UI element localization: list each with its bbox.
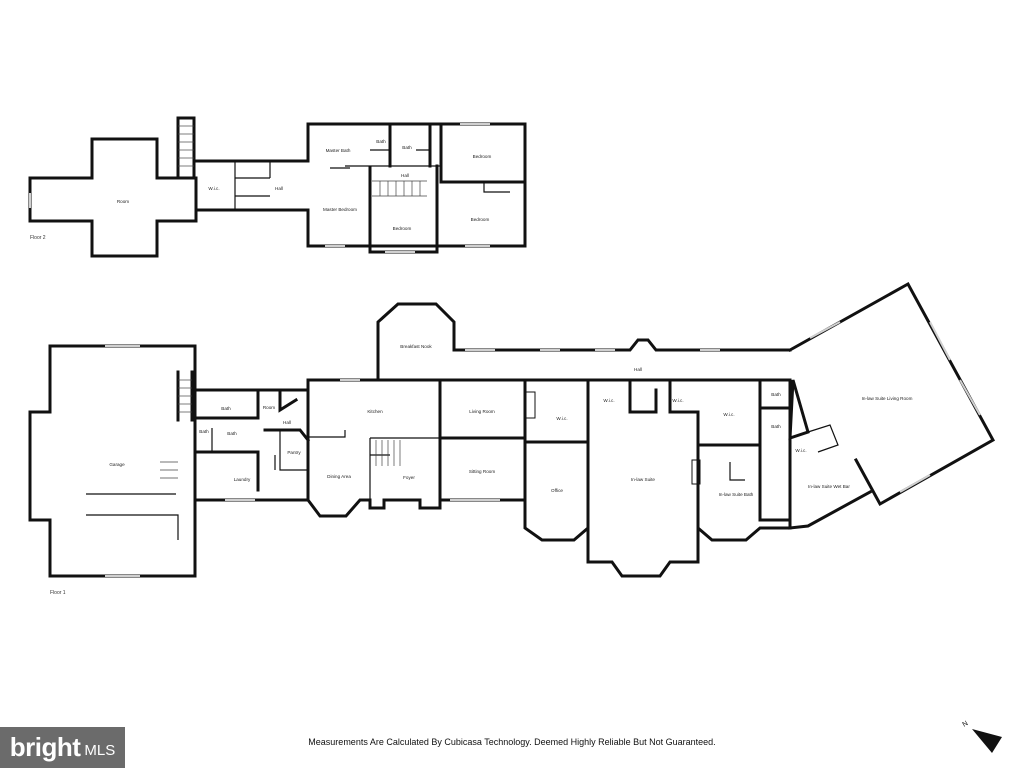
room-small-label: Room bbox=[263, 405, 275, 410]
wic-2-label: W.i.c. bbox=[603, 398, 614, 403]
floor2-main-block bbox=[306, 122, 527, 248]
kitchen-label: Kitchen bbox=[367, 409, 383, 414]
bath-right-top-label: Bath bbox=[771, 392, 781, 397]
bath-mid-label: Bath bbox=[227, 431, 237, 436]
floor2-bedroom-s-label: Bedroom bbox=[393, 226, 412, 231]
hall-small-label: Hall bbox=[283, 420, 291, 425]
garage-outline bbox=[28, 344, 197, 578]
floor2-master-bedroom-label: Master Bedroom bbox=[323, 207, 357, 212]
brand-logo-suffix: MLS bbox=[84, 742, 116, 759]
hall-main-label: Hall bbox=[634, 367, 642, 372]
bath-left-label: Bath bbox=[199, 429, 209, 434]
floor2-bath-b-label: Bath bbox=[402, 145, 412, 150]
floor2-master-bath-label: Master Bath bbox=[326, 148, 351, 153]
inlaw-living-outline bbox=[787, 281, 996, 530]
floor2-room-outline bbox=[28, 137, 198, 258]
garage-label: Garage bbox=[109, 462, 125, 467]
main-house-outline bbox=[306, 302, 792, 578]
pantry-label: Pantry bbox=[287, 450, 301, 455]
wic-3-label: W.i.c. bbox=[672, 398, 683, 403]
dining-area-label: Dining Area bbox=[327, 474, 351, 479]
floor2-stairs-west bbox=[176, 116, 196, 180]
floor2-corridor bbox=[194, 122, 310, 248]
floor2-wic-label: W.i.c. bbox=[208, 186, 219, 191]
floor2-room-label: Room bbox=[117, 199, 129, 204]
inlaw-suite-bath-label: In-law Suite Bath bbox=[719, 492, 754, 497]
bath-top-label: Bath bbox=[221, 406, 231, 411]
floor-1: Garage Bath Room Hall Bath Bath Pantry L… bbox=[28, 281, 996, 596]
inlaw-suite-label: In-law Suite bbox=[631, 477, 655, 482]
floor2-bedroom-e-label: Bedroom bbox=[471, 217, 490, 222]
wic-5-label: W.i.c. bbox=[795, 448, 806, 453]
breakfast-nook-label: Breakfast Nook bbox=[400, 344, 432, 349]
living-room-label: Living Room bbox=[469, 409, 495, 414]
bath-right-bottom-label: Bath bbox=[771, 424, 781, 429]
floor2-bath-a-label: Bath bbox=[376, 139, 386, 144]
laundry-label: Laundry bbox=[234, 477, 251, 482]
compass-letter: N bbox=[962, 720, 970, 729]
brand-logo-text: bright bbox=[9, 732, 81, 762]
bright-mls-logo: bright MLS bbox=[0, 727, 125, 768]
disclaimer-text: Measurements Are Calculated By Cubicasa … bbox=[308, 737, 716, 747]
floor1-label: Floor 1 bbox=[50, 590, 66, 596]
north-arrow-icon: N bbox=[962, 720, 1002, 753]
foyer-label: Foyer bbox=[403, 475, 415, 480]
wic-1-label: W.i.c. bbox=[556, 416, 567, 421]
office-label: Office bbox=[551, 488, 563, 493]
floor-2: Room W.i.c. Hall Master Bath Bath Bath B… bbox=[28, 116, 527, 258]
floor2-label: Floor 2 bbox=[30, 235, 46, 241]
sitting-room-label: Sitting Room bbox=[469, 469, 495, 474]
floor2-bedroom-ne-label: Bedroom bbox=[473, 154, 492, 159]
wic-4-label: W.i.c. bbox=[723, 412, 734, 417]
inlaw-living-room-label: In-law Suite Living Room bbox=[862, 396, 913, 401]
floor2-hall-center-label: Hall bbox=[401, 173, 409, 178]
floor2-hall-west-label: Hall bbox=[275, 186, 283, 191]
inlaw-wet-bar-label: In-law Suite Wet Bar bbox=[808, 484, 850, 489]
